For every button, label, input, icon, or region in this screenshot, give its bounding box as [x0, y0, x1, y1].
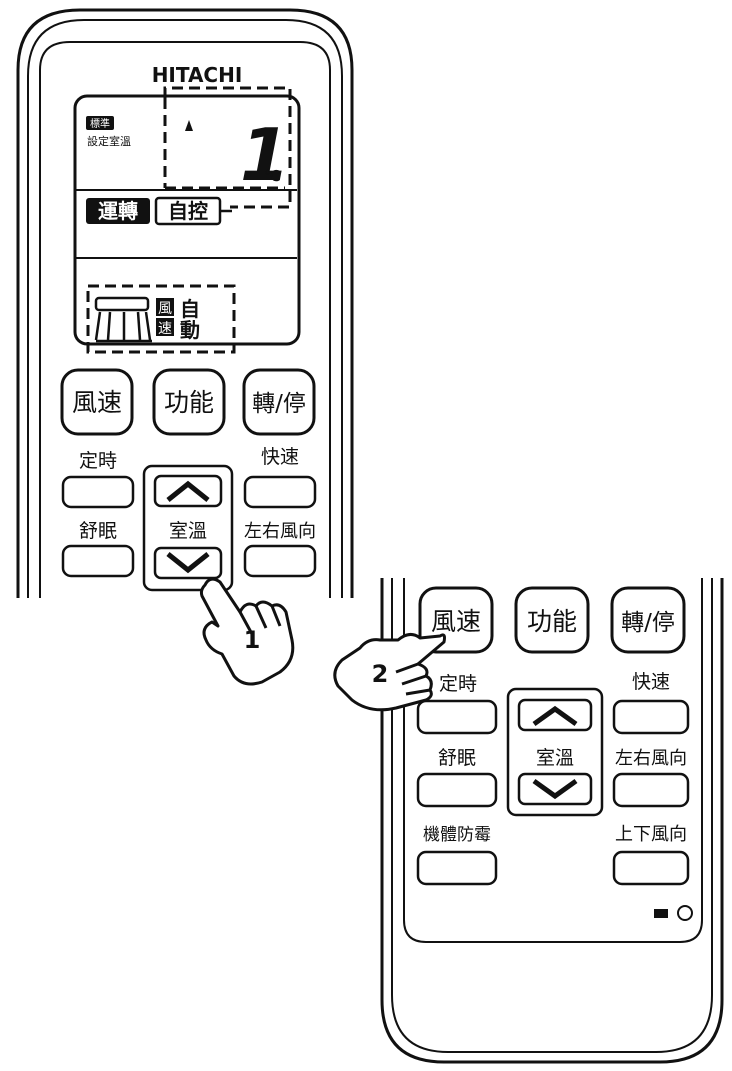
- chevron-up-icon: [166, 480, 210, 502]
- chevron-up-icon: [532, 705, 578, 727]
- pointing-hand-icon: [333, 633, 446, 712]
- function-label-1: 功能: [164, 388, 214, 417]
- brand-logo: HITACHI: [152, 63, 243, 87]
- room-temp-label-2: 室溫: [536, 747, 574, 769]
- timer-button-1[interactable]: [61, 475, 135, 509]
- indicator-light: [677, 905, 693, 921]
- start-stop-label-2: 轉/停: [621, 610, 675, 636]
- mold-prevention-label-2: 機體防霉: [423, 825, 491, 845]
- timer-label-2: 定時: [439, 673, 477, 695]
- fan-mode-1: 自: [180, 297, 200, 321]
- room-temp-group-1: [142, 464, 234, 592]
- timer-button-2[interactable]: [416, 699, 498, 735]
- room-temp-group-2: [506, 687, 604, 817]
- fan-label-1: 風: [158, 301, 172, 317]
- fan-speed-label-1: 風速: [72, 388, 122, 417]
- op-label: 運轉: [98, 199, 138, 223]
- quick-button-1[interactable]: [243, 475, 317, 509]
- ud-direction-label-2: 上下風向: [615, 824, 687, 845]
- fan-label-2: 速: [158, 321, 172, 337]
- lr-direction-button-2[interactable]: [612, 772, 690, 808]
- chevron-down-icon: [532, 778, 578, 800]
- function-button-1[interactable]: [152, 368, 226, 436]
- quick-button-2[interactable]: [612, 699, 690, 735]
- fan-speed-button-1[interactable]: [60, 368, 134, 436]
- auto-control-label: 自控: [168, 199, 208, 223]
- lr-direction-label-2: 左右風向: [615, 748, 687, 769]
- step-1-label: 1: [244, 626, 261, 654]
- start-stop-button-1[interactable]: [242, 368, 316, 436]
- remote-2-body: [380, 578, 724, 1064]
- temp-up-button-2[interactable]: [517, 698, 593, 732]
- temp-unit: ℃: [264, 167, 281, 185]
- quick-label-2: 快速: [632, 671, 670, 693]
- temp-down-button-2[interactable]: [517, 772, 593, 806]
- mode-small-2: 設定室溫: [87, 134, 131, 148]
- fan-speed-label-2: 風速: [431, 607, 481, 636]
- fan-speed-button-2[interactable]: [418, 586, 494, 654]
- temp-down-button-1[interactable]: [153, 546, 223, 580]
- lcd-display: [73, 94, 301, 346]
- start-stop-label-1: 轉/停: [252, 391, 306, 417]
- mode-small-1: 標準: [90, 117, 110, 130]
- fan-icon: [94, 296, 152, 343]
- ud-direction-button-2[interactable]: [612, 850, 690, 886]
- remote-1-body: [16, 8, 354, 598]
- pointing-hand-icon: [199, 577, 295, 686]
- function-label-2: 功能: [527, 607, 577, 636]
- fan-mode-2: 動: [180, 318, 200, 342]
- chevron-down-icon: [166, 552, 210, 574]
- start-stop-button-2[interactable]: [610, 586, 686, 654]
- up-indicator-icon: [185, 120, 193, 131]
- lr-direction-button-1[interactable]: [243, 544, 317, 578]
- fan-highlight-box: [86, 284, 236, 354]
- sleep-button-1[interactable]: [61, 544, 135, 578]
- temp-digit: 1: [240, 113, 290, 197]
- room-temp-label-1: 室溫: [169, 520, 207, 542]
- temp-up-button-1[interactable]: [153, 474, 223, 508]
- quick-label-1: 快速: [261, 446, 299, 468]
- sleep-label-1: 舒眠: [79, 520, 117, 542]
- function-button-2[interactable]: [514, 586, 590, 654]
- indicator-mark-icon: [654, 909, 668, 918]
- lr-direction-label-1: 左右風向: [244, 521, 316, 542]
- temp-highlight-box: [163, 86, 292, 209]
- mold-prevention-button-2[interactable]: [416, 850, 498, 886]
- sleep-label-2: 舒眠: [438, 747, 476, 769]
- sleep-button-2[interactable]: [416, 772, 498, 808]
- timer-label-1: 定時: [79, 450, 117, 472]
- step-2-label: 2: [372, 660, 389, 688]
